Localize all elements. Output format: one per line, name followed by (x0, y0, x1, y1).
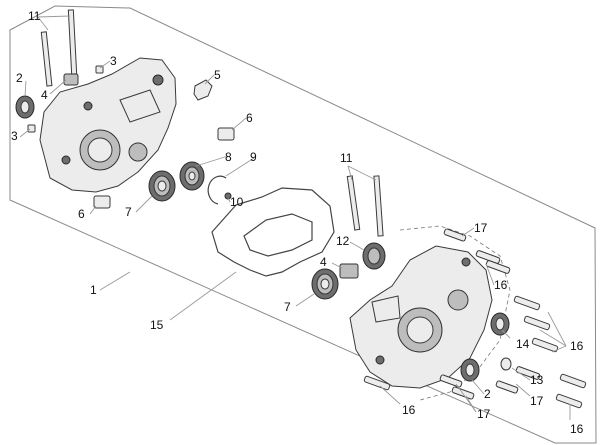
leader-lines (19, 15, 571, 420)
callout-4-center: 4 (320, 255, 327, 269)
callout-17-bottom: 17 (477, 407, 491, 421)
dashed-outline (399, 225, 511, 401)
circlip-9 (207, 175, 227, 205)
callout-4-left: 4 (41, 88, 48, 102)
bushing-6a (217, 127, 235, 141)
callout-9: 9 (250, 150, 257, 164)
fitting-5 (193, 79, 213, 101)
callout-10: 10 (230, 195, 244, 209)
callout-7-center: 7 (284, 300, 291, 314)
callout-3-left: 3 (11, 129, 18, 143)
bearing-7b (311, 268, 339, 300)
callout-8: 8 (225, 150, 232, 164)
callout-2-right: 2 (484, 387, 491, 401)
callout-15: 15 (150, 318, 164, 332)
callout-11-center: 11 (340, 151, 353, 165)
right-crankcase-half (349, 245, 493, 389)
bearing-8 (179, 161, 205, 191)
oil-seal-2b (460, 358, 480, 382)
callout-3-top: 3 (110, 54, 117, 68)
oil-seal-2a (15, 95, 35, 119)
callout-16-top: 16 (494, 278, 508, 292)
callout-6-top: 6 (246, 111, 253, 125)
washer-13 (500, 357, 512, 371)
callout-5: 5 (214, 68, 221, 82)
dowel-pin-3a (95, 65, 104, 74)
callout-16-corner: 16 (570, 422, 584, 436)
callout-17-top: 17 (474, 221, 488, 235)
callout-13: 13 (530, 373, 544, 387)
callout-11-left: 11 (28, 9, 41, 23)
callout-16-bottom: 16 (402, 403, 416, 417)
callout-labels: 11 3 2 4 3 5 6 8 9 6 7 10 11 1 12 4 7 15… (11, 9, 584, 436)
callout-1: 1 (90, 283, 97, 297)
oil-seal-14 (490, 312, 510, 336)
bearing-12 (362, 242, 386, 270)
sleeve-part-4a (63, 73, 79, 86)
callout-7-left: 7 (125, 205, 132, 219)
callout-6-bottom: 6 (78, 207, 85, 221)
needle-bearing-4b (339, 263, 359, 279)
bolts-16-17 (363, 228, 587, 409)
callout-2-left: 2 (16, 71, 23, 85)
callout-17-right: 17 (530, 394, 544, 408)
callout-14: 14 (516, 337, 530, 351)
dowel-pin-3b (27, 124, 36, 133)
stud-bolts-right (346, 175, 384, 237)
callout-12: 12 (336, 234, 350, 248)
bearing-7a (148, 170, 176, 202)
left-crankcase-half (39, 57, 177, 193)
callout-16-right: 16 (570, 339, 584, 353)
bushing-6b (93, 195, 111, 209)
diagram-frame (9, 5, 597, 444)
gasket-15 (211, 187, 335, 277)
